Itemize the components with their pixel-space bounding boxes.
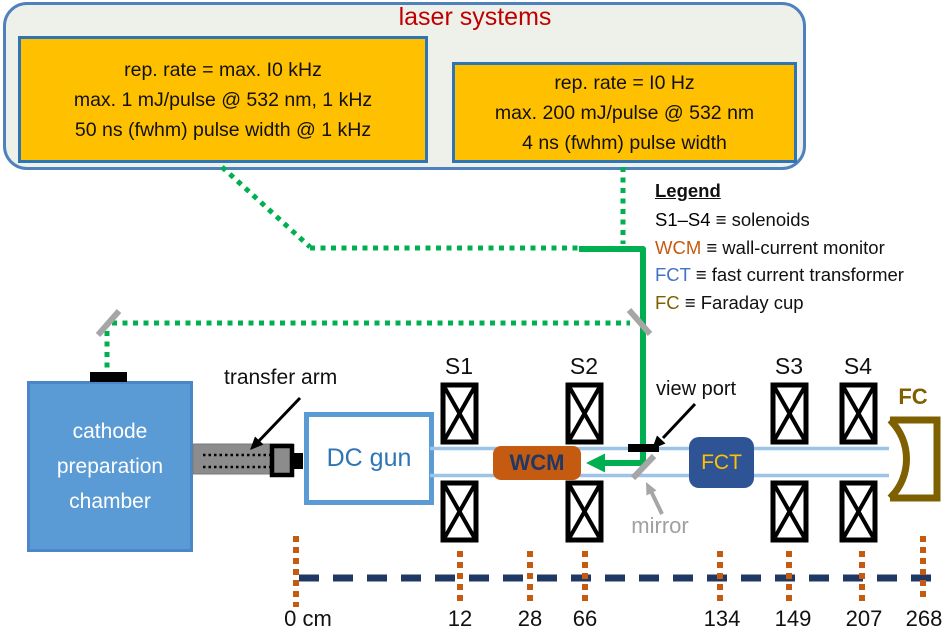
legend-term: S1–S4 — [655, 209, 711, 230]
legend-definition: ≡ wall-current monitor — [701, 236, 885, 258]
ruler-label-149: 149 — [774, 606, 812, 630]
solenoid-s4 — [839, 382, 878, 543]
solenoid-s2 — [565, 382, 604, 543]
legend-term: FCT — [655, 264, 691, 285]
legend-definition: ≡ solenoids — [710, 209, 810, 230]
chamber-label-line: chamber — [69, 490, 151, 513]
solenoid-s1 — [440, 382, 479, 543]
ruler-label-0cm: 0 cm — [284, 606, 332, 630]
laser-spec-box-khz: rep. rate = max. I0 kHz max. 1 mJ/pulse … — [18, 36, 428, 163]
legend-definition: ≡ Faraday cup — [679, 291, 804, 313]
legend-item-fc: FC ≡ Faraday cup — [655, 289, 945, 317]
view-port-arrow — [652, 402, 697, 449]
legend-definition: ≡ fast current transformer — [690, 264, 904, 285]
mirror-upper-left — [95, 309, 122, 337]
spec-line: max. 1 mJ/pulse @ 532 nm, 1 kHz — [73, 88, 373, 111]
solenoid-s3 — [770, 382, 809, 543]
ruler-label-66: 66 — [572, 606, 598, 630]
laser-arrowhead — [586, 453, 605, 473]
laser-systems-title: laser systems — [398, 3, 552, 31]
faraday-cup-label: FC — [898, 384, 928, 409]
ruler-label-28: 28 — [517, 606, 543, 630]
spec-line: rep. rate = I0 Hz — [554, 71, 695, 94]
ruler-label-207: 207 — [845, 606, 883, 630]
spec-line: 50 ns (fwhm) pulse width @ 1 kHz — [74, 118, 372, 141]
legend-item-solenoids: S1–S4 ≡ solenoids — [655, 206, 945, 234]
wcm-label: WCM — [509, 450, 565, 475]
chamber-laser-port — [90, 372, 127, 382]
view-port-bar — [628, 444, 659, 452]
fct-label: FCT — [701, 450, 742, 474]
mirror-arrow — [646, 482, 664, 515]
mirror-label: mirror — [631, 513, 689, 538]
mirror-upper-right — [626, 308, 653, 336]
legend-term: FC — [655, 291, 680, 313]
solenoid-s2-label: S2 — [569, 353, 599, 379]
ruler-label-12: 12 — [447, 606, 473, 630]
legend-item-wcm: WCM ≡ wall-current monitor — [655, 234, 945, 262]
laser-path-solid — [579, 246, 646, 466]
transfer-arm-connector — [269, 443, 295, 478]
solenoid-s4-label: S4 — [843, 353, 873, 379]
faraday-cup — [887, 416, 941, 502]
ruler-label-268: 268 — [905, 606, 943, 630]
spec-line: 4 ns (fwhm) pulse width — [522, 131, 727, 154]
dc-gun-label: DC gun — [326, 444, 412, 472]
transfer-arm-tip — [292, 453, 303, 469]
legend-term: WCM — [655, 236, 702, 258]
ruler-ticks — [293, 536, 926, 607]
view-port-label: view port — [656, 378, 737, 400]
laser-spec-box-hz: rep. rate = I0 Hz max. 200 mJ/pulse @ 53… — [452, 62, 797, 163]
legend: Legend S1–S4 ≡ solenoids WCM ≡ wall-curr… — [655, 180, 945, 316]
solenoid-s3-label: S3 — [774, 353, 804, 379]
mirror-beamline — [630, 453, 657, 481]
legend-title: Legend — [655, 180, 721, 201]
ruler-label-134: 134 — [703, 606, 741, 630]
transfer-arm-label: transfer arm — [224, 366, 338, 389]
cathode-preparation-chamber: cathode preparation chamber — [27, 381, 193, 552]
wall-current-monitor: WCM — [493, 446, 581, 480]
chamber-label-line: cathode — [72, 420, 148, 443]
fast-current-transformer: FCT — [689, 437, 754, 488]
laser-path-dotted — [104, 165, 630, 373]
solenoid-s1-label: S1 — [444, 353, 474, 379]
spec-line: rep. rate = max. I0 kHz — [124, 58, 322, 81]
spec-line: max. 200 mJ/pulse @ 532 nm — [494, 101, 755, 124]
legend-item-fct: FCT ≡ fast current transformer — [655, 261, 945, 289]
transfer-arm-arrow — [250, 396, 302, 450]
chamber-label-line: preparation — [56, 455, 164, 478]
dc-gun: DC gun — [304, 412, 434, 505]
